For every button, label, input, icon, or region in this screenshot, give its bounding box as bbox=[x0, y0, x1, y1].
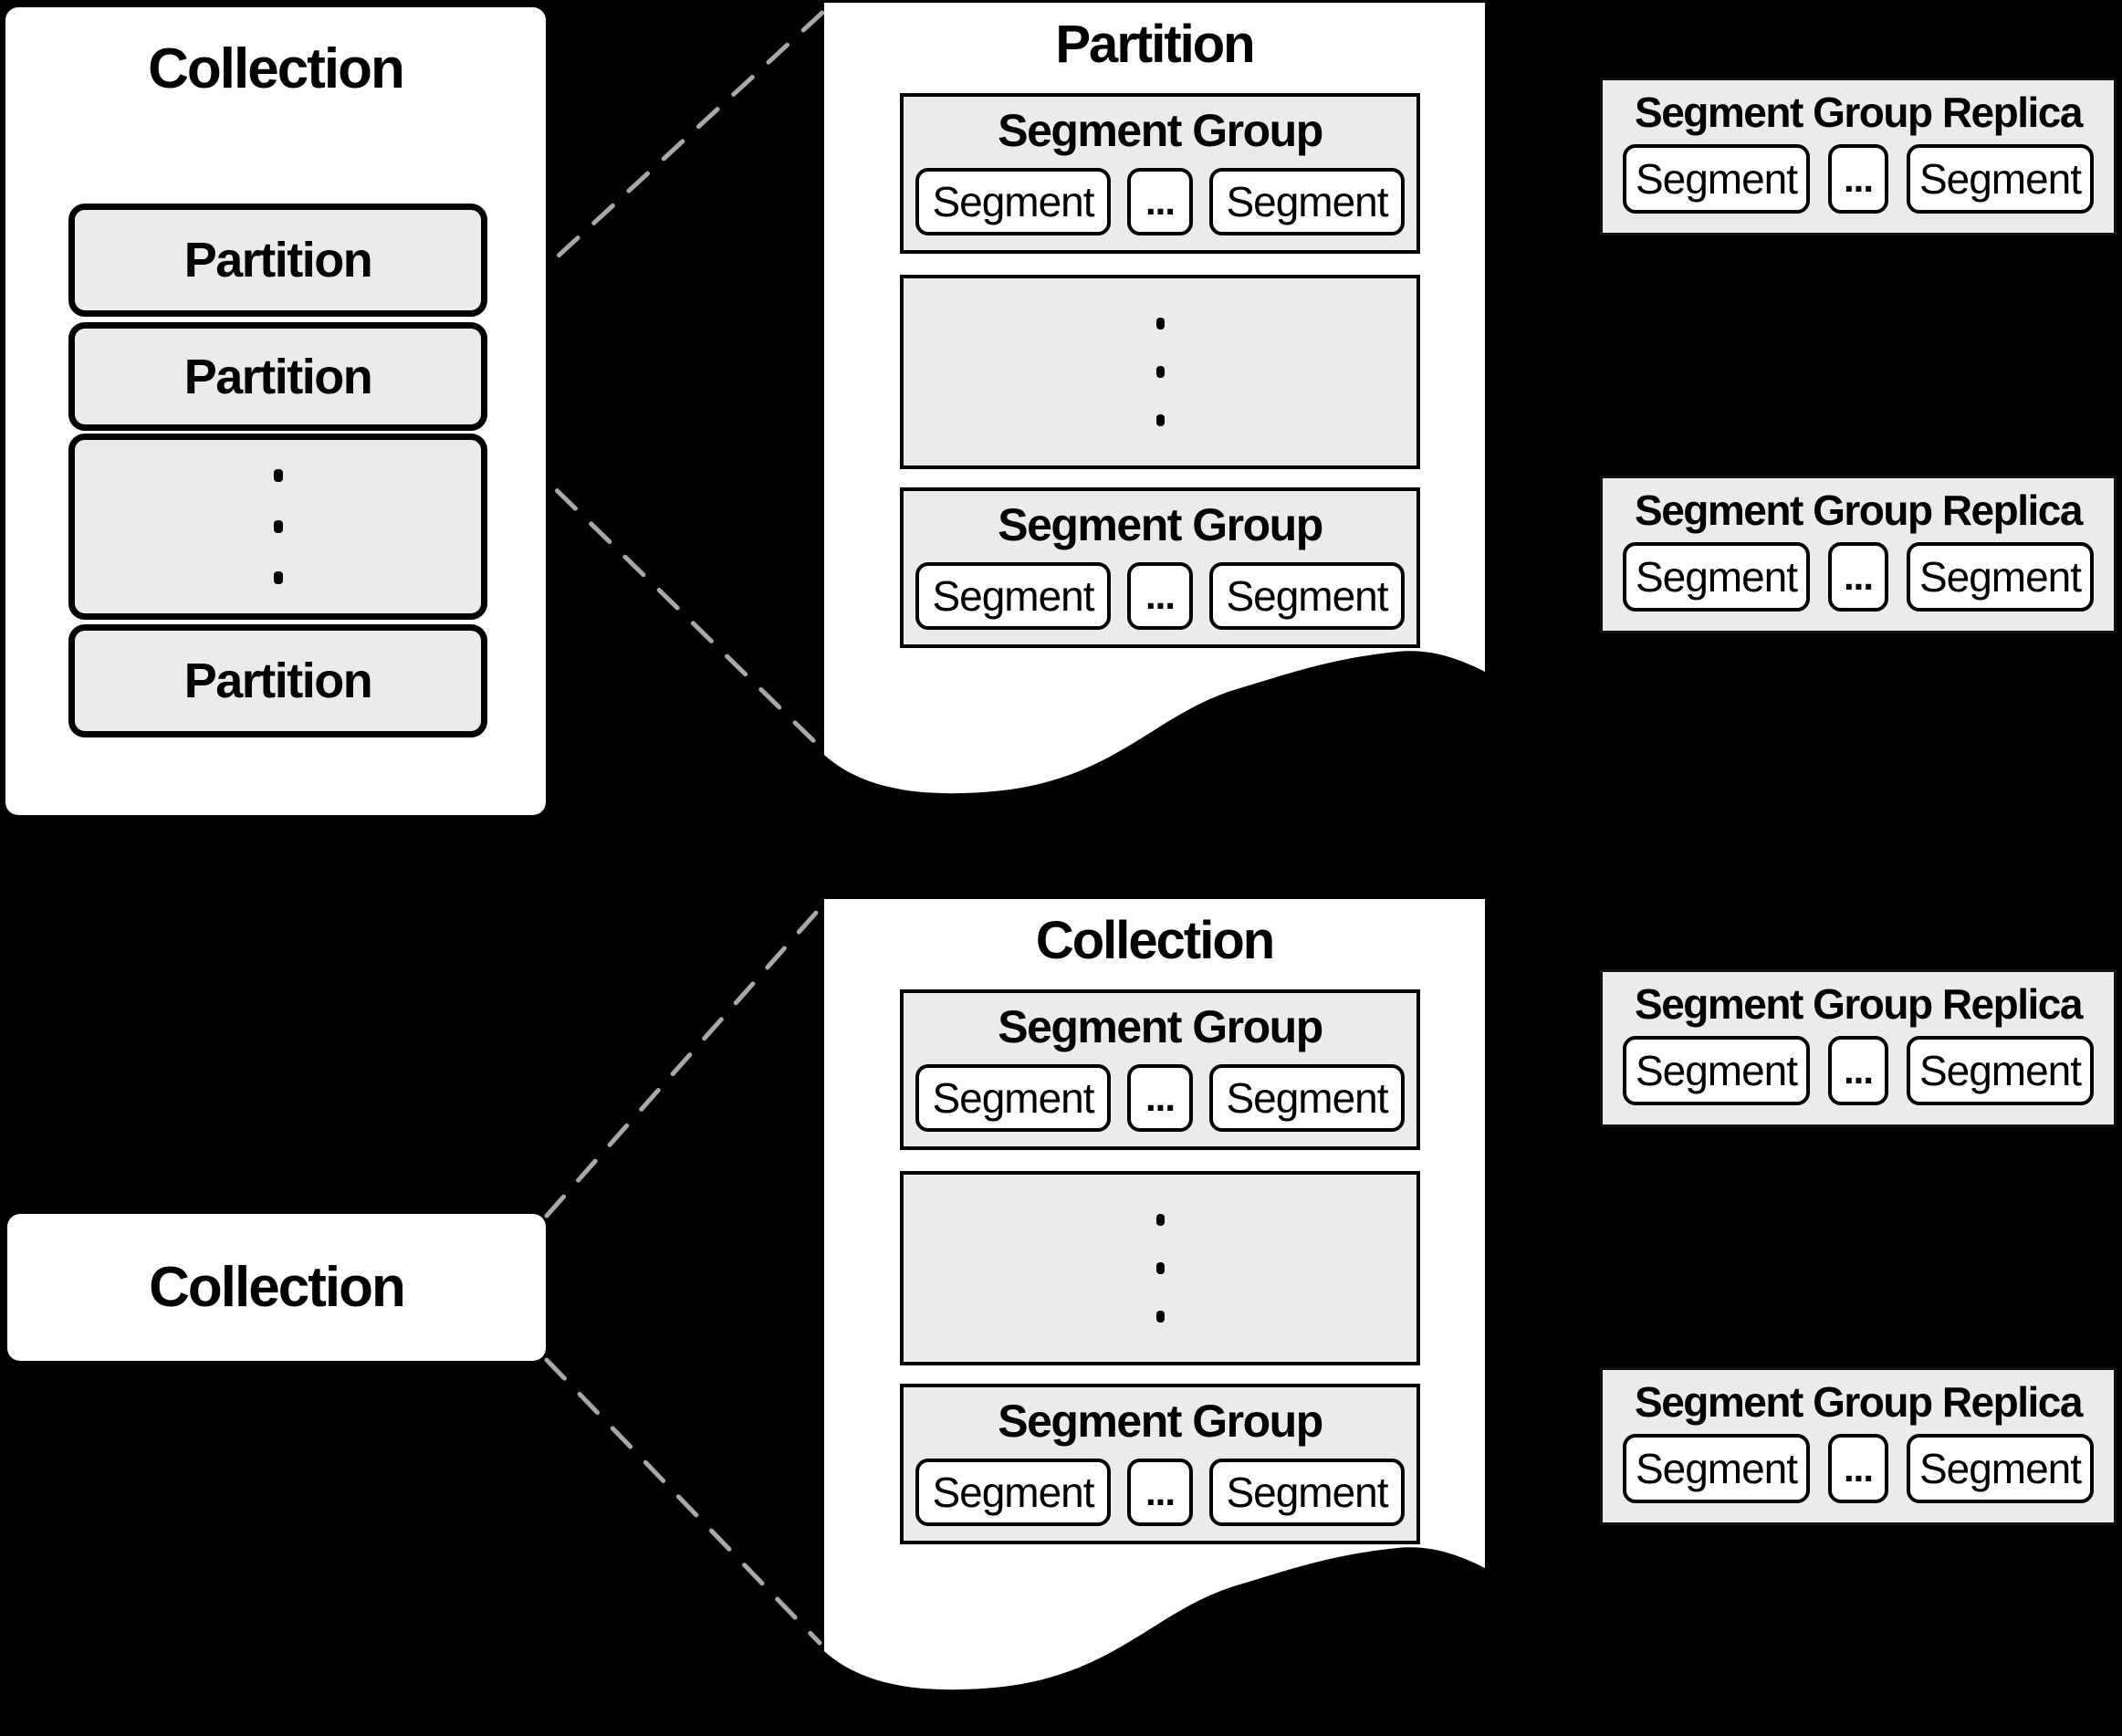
segment-ellipsis-box: ... bbox=[1828, 542, 1888, 612]
segment-group-box: Segment Group Segment ... Segment bbox=[900, 989, 1420, 1150]
segment-box: Segment bbox=[915, 562, 1111, 630]
dashed-connector-top-upper bbox=[486, 8, 827, 322]
segment-box: Segment bbox=[1623, 144, 1810, 214]
segment-group-replica-title: Segment Group Replica bbox=[1635, 980, 2083, 1028]
collection-panel-top: Collection Partition Partition Partition bbox=[5, 7, 546, 815]
dashed-connector-bottom-lower bbox=[544, 1357, 822, 1646]
vertical-ellipsis-dot-icon bbox=[1155, 366, 1165, 378]
partition-detail-page: Partition Segment Group Segment ... Segm… bbox=[824, 3, 1485, 820]
segment-box: Segment bbox=[1209, 168, 1405, 235]
partition-ellipsis-tile bbox=[68, 434, 487, 620]
segment-group-box: Segment Group Segment ... Segment bbox=[900, 487, 1420, 648]
segment-row: Segment ... Segment bbox=[1623, 542, 2094, 612]
segment-row: Segment ... Segment bbox=[915, 168, 1405, 235]
segment-box: Segment bbox=[1209, 1064, 1405, 1132]
segment-group-title: Segment Group bbox=[998, 105, 1323, 156]
partition-page-title: Partition bbox=[1055, 15, 1255, 74]
segment-box: Segment bbox=[1209, 562, 1405, 630]
segment-group-ellipsis-box bbox=[900, 275, 1420, 469]
segment-box: Segment bbox=[1907, 1036, 2094, 1105]
partition-tile-3: Partition bbox=[68, 624, 487, 737]
segment-row: Segment ... Segment bbox=[915, 562, 1405, 630]
segment-box: Segment bbox=[915, 1459, 1111, 1526]
segment-ellipsis-box: ... bbox=[1828, 144, 1888, 214]
segment-group-replica-box: Segment Group Replica Segment ... Segmen… bbox=[1600, 969, 2117, 1127]
segment-group-title: Segment Group bbox=[998, 499, 1323, 550]
segment-ellipsis-box: ... bbox=[1828, 1036, 1888, 1105]
vertical-ellipsis-dot-icon bbox=[273, 469, 283, 482]
vertical-ellipsis-dot-icon bbox=[273, 571, 283, 584]
segment-group-replica-title: Segment Group Replica bbox=[1635, 1378, 2083, 1426]
segment-ellipsis-box: ... bbox=[1127, 1459, 1193, 1526]
collection-page-title: Collection bbox=[1035, 911, 1275, 970]
segment-group-replica-box: Segment Group Replica Segment ... Segmen… bbox=[1600, 1367, 2117, 1525]
segment-box: Segment bbox=[915, 168, 1111, 235]
dashed-connector-top-lower bbox=[486, 422, 822, 749]
segment-box: Segment bbox=[1623, 1036, 1810, 1105]
collection-detail-page: Collection Segment Group Segment ... Seg… bbox=[824, 899, 1485, 1716]
segment-group-replica-box: Segment Group Replica Segment ... Segmen… bbox=[1600, 476, 2117, 633]
segment-row: Segment ... Segment bbox=[1623, 1036, 2094, 1105]
segment-group-replica-box: Segment Group Replica Segment ... Segmen… bbox=[1600, 78, 2117, 235]
segment-row: Segment ... Segment bbox=[915, 1459, 1405, 1526]
vertical-ellipsis-dot-icon bbox=[1155, 414, 1165, 426]
segment-box: Segment bbox=[1907, 144, 2094, 214]
segment-box: Segment bbox=[915, 1064, 1111, 1132]
segment-ellipsis-box: ... bbox=[1828, 1434, 1888, 1503]
vertical-ellipsis-dot-icon bbox=[1155, 318, 1165, 329]
segment-ellipsis-box: ... bbox=[1127, 168, 1193, 235]
vertical-ellipsis-dot-icon bbox=[1155, 1262, 1165, 1274]
collection-panel-bottom: Collection bbox=[7, 1214, 546, 1361]
segment-group-box: Segment Group Segment ... Segment bbox=[900, 1384, 1420, 1544]
segment-row: Segment ... Segment bbox=[1623, 144, 2094, 214]
segment-ellipsis-box: ... bbox=[1127, 562, 1193, 630]
segment-box: Segment bbox=[1623, 1434, 1810, 1503]
collection-panel-title: Collection bbox=[149, 1256, 406, 1319]
partition-tile-1: Partition bbox=[68, 204, 487, 317]
segment-group-box: Segment Group Segment ... Segment bbox=[900, 93, 1420, 254]
dashed-connector-bottom-upper bbox=[544, 901, 827, 1218]
segment-box: Segment bbox=[1623, 542, 1810, 612]
segment-box: Segment bbox=[1907, 1434, 2094, 1503]
segment-row: Segment ... Segment bbox=[1623, 1434, 2094, 1503]
segment-box: Segment bbox=[1907, 542, 2094, 612]
collection-panel-title: Collection bbox=[148, 37, 405, 100]
vertical-ellipsis-dot-icon bbox=[1155, 1311, 1165, 1323]
segment-group-replica-title: Segment Group Replica bbox=[1635, 486, 2083, 534]
segment-group-title: Segment Group bbox=[998, 1001, 1323, 1052]
partition-tile-2: Partition bbox=[68, 322, 487, 431]
segment-group-ellipsis-box bbox=[900, 1171, 1420, 1365]
vertical-ellipsis-dot-icon bbox=[1155, 1214, 1165, 1226]
vertical-ellipsis-dot-icon bbox=[273, 520, 283, 533]
segment-ellipsis-box: ... bbox=[1127, 1064, 1193, 1132]
segment-group-replica-title: Segment Group Replica bbox=[1635, 89, 2083, 136]
segment-group-title: Segment Group bbox=[998, 1396, 1323, 1447]
segment-row: Segment ... Segment bbox=[915, 1064, 1405, 1132]
segment-box: Segment bbox=[1209, 1459, 1405, 1526]
